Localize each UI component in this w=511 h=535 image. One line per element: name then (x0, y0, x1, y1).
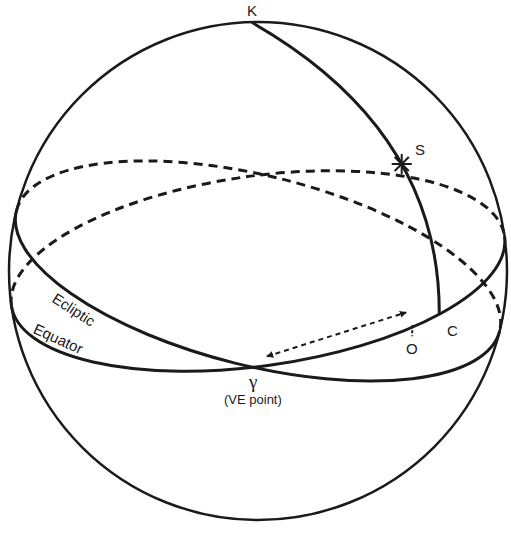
right-ascension-arrow (267, 312, 406, 356)
sphere-outline (9, 22, 507, 520)
equator-circle (0, 142, 511, 399)
hour-circle (252, 23, 439, 315)
ecliptic-front (0, 211, 500, 424)
star-label: S (415, 141, 425, 158)
computed-figure (252, 23, 439, 357)
point-label: C (447, 322, 458, 339)
ecliptic-circle (0, 119, 511, 424)
pole-label: K (247, 2, 257, 19)
ecliptic-back (16, 119, 511, 332)
origin-label: O (406, 340, 418, 357)
star-symbol (395, 157, 409, 171)
equinox-symbol: γ (249, 371, 257, 393)
equinox-note: (VE point) (224, 393, 282, 408)
origin-tick (411, 325, 413, 336)
